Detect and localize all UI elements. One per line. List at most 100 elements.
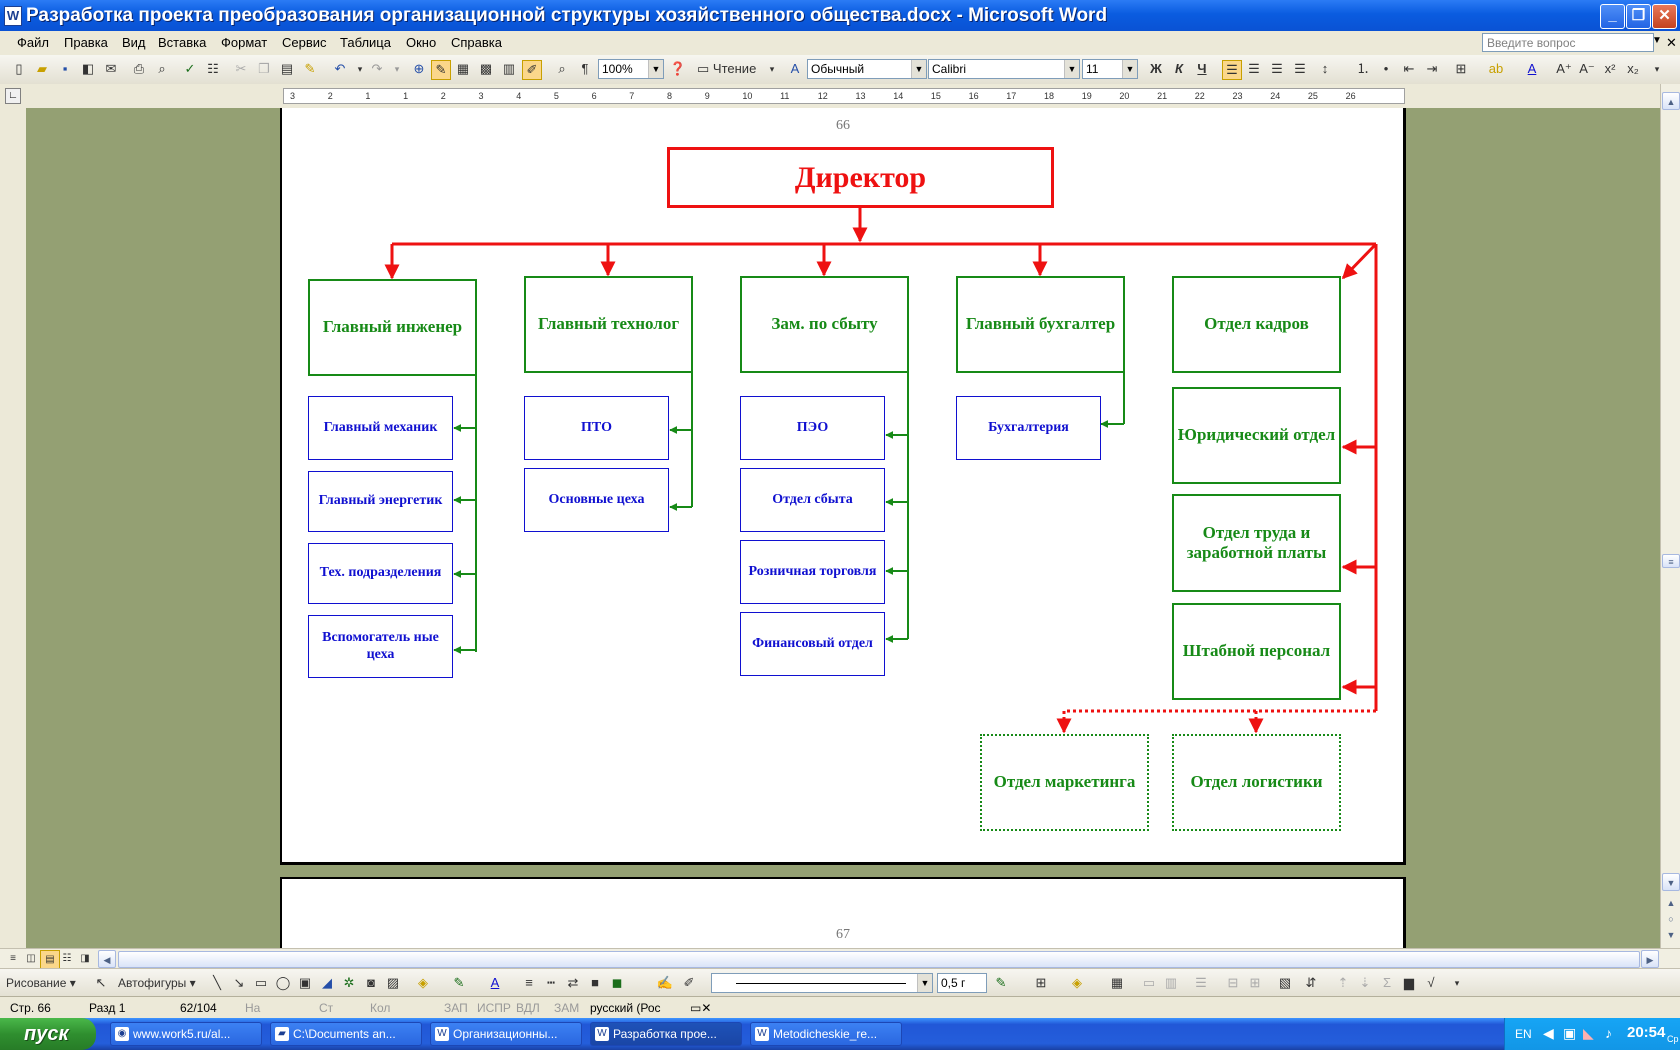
line-weight-select[interactable]: ▼ [711,973,933,993]
picture-icon[interactable]: ▨ [386,975,400,990]
scroll-down-icon[interactable]: ▼ [1662,873,1680,891]
split-cells-icon[interactable]: ▥ [1164,975,1178,990]
word-app-icon[interactable]: W [4,6,22,26]
bullets-icon[interactable]: • [1383,61,1389,76]
paste-icon[interactable]: ▤ [280,61,294,76]
scroll-left-icon[interactable]: ◀ [98,950,116,968]
line-spacing-icon[interactable]: ↕ [1321,61,1329,76]
menu-format[interactable]: Формат [221,35,268,50]
toolbar-options-icon[interactable]: ▾ [769,64,775,74]
chief-technologist-box[interactable]: Главный технолог [524,276,693,373]
justify-icon[interactable]: ☰ [1294,61,1306,76]
save-icon[interactable]: ▪ [62,61,68,76]
hyperlink-icon[interactable]: ⊕ [413,61,425,76]
copy-icon[interactable]: ❐ [258,61,270,76]
menu-tools[interactable]: Сервис [282,35,327,50]
font-select[interactable]: Calibri▼ [928,59,1080,79]
oval-icon[interactable]: ◯ [275,975,291,990]
bold-button[interactable]: Ж [1150,61,1162,76]
edit-text-icon[interactable]: ✐ [683,975,695,990]
chief-accountant-box[interactable]: Главный бухгалтер [956,276,1125,373]
drawing-icon[interactable]: ✐ [522,60,542,80]
minimize-button[interactable]: _ [1600,4,1625,29]
menu-help[interactable]: Справка [451,35,502,50]
font-size-select[interactable]: 11▼ [1082,59,1138,79]
table-borders-icon[interactable]: ⊞ [1035,975,1047,990]
menu-file[interactable]: Файл [17,35,49,50]
change-text-direction-icon[interactable]: ⇵ [1305,975,1317,990]
highlight-icon[interactable]: ab [1488,61,1504,76]
styles-pane-icon[interactable]: A [790,61,800,76]
research-icon[interactable]: ☷ [207,61,219,76]
menu-edit[interactable]: Правка [64,35,108,50]
arrow-style-icon[interactable]: ⇄ [567,975,579,990]
print-icon[interactable]: ⎙ [133,61,145,76]
taskbar-item-browser[interactable]: ◉www.work5.ru/al... [110,1022,262,1046]
font-size-dropdown-icon[interactable]: ▼ [1122,60,1137,78]
equation-icon[interactable]: √ [1427,975,1435,990]
menu-window[interactable]: Окно [406,35,437,50]
tables-borders-icon[interactable]: ✎ [431,60,451,80]
line-icon[interactable]: ╲ [213,975,221,990]
taskbar-item-explorer[interactable]: ▰C:\Documents an... [270,1022,422,1046]
insert-table-small-icon[interactable]: ▦ [1110,975,1124,990]
columns-icon[interactable]: ▥ [502,61,516,76]
drawing-menu-button[interactable]: Рисование ▾ [6,976,76,990]
diagram-icon[interactable]: ✲ [343,975,355,990]
menu-view[interactable]: Вид [122,35,146,50]
reading-layout-icon[interactable]: ◨ [80,953,90,964]
style-dropdown-icon[interactable]: ▼ [911,60,926,78]
drawing-font-color-icon[interactable]: A [490,975,500,990]
email-icon[interactable]: ✉ [105,61,117,76]
unit-box[interactable]: Бухгалтерия [956,396,1101,460]
open-folder-icon[interactable]: ▰ [37,61,47,76]
deputy-sales-box[interactable]: Зам. по сбыту [740,276,909,373]
decrease-indent-icon[interactable]: ⇤ [1403,61,1415,76]
close-document-icon[interactable]: ✕ [1666,35,1677,50]
logistics-box[interactable]: Отдел логистики [1172,734,1341,831]
scroll-right-icon[interactable]: ▶ [1641,950,1659,968]
line-weight-value-field[interactable]: 0,5 г [937,973,987,993]
align-right-icon[interactable]: ☰ [1271,61,1283,76]
reading-mode-button[interactable]: ▭ Чтение [697,60,757,78]
distribute-columns-icon[interactable]: ⊞ [1249,975,1261,990]
subscript-icon[interactable]: x₂ [1627,61,1639,76]
horizontal-scrollbar[interactable]: ≡ ◫ ▤ ☷ ◨ ◀ ▶ [0,948,1680,970]
redo-dropdown-icon[interactable]: ▾ [394,64,400,74]
undo-icon[interactable]: ↶ [334,61,346,76]
normal-view-icon[interactable]: ≡ [10,953,16,964]
volume-icon[interactable]: ♪ [1605,1025,1612,1041]
text-box-insert-icon[interactable]: ✍ [656,975,674,990]
web-layout-icon[interactable]: ◫ [26,953,36,964]
format-painter-icon[interactable]: ✎ [304,61,316,76]
spelling-icon[interactable]: ✓ [184,61,196,76]
align-cell-icon[interactable]: ☰ [1195,975,1207,990]
outline-view-icon[interactable]: ☷ [62,953,72,964]
autoshapes-button[interactable]: Автофигуры ▾ [118,976,196,990]
unit-box[interactable]: Главный энергетик [308,471,453,532]
shrink-font-icon[interactable]: A⁻ [1579,61,1595,76]
font-color-icon[interactable]: A [1527,61,1537,76]
formatting-options-icon[interactable]: ▾ [1654,64,1660,74]
unit-box[interactable]: Вспомогатель ные цеха [308,615,453,678]
unit-box[interactable]: ПЭО [740,396,885,460]
insert-table-icon[interactable]: ▦ [456,61,470,76]
align-center-icon[interactable]: ☰ [1248,61,1260,76]
menu-insert[interactable]: Вставка [158,35,207,50]
help-search-input[interactable]: Введите вопрос [1482,33,1654,52]
increase-indent-icon[interactable]: ⇥ [1426,61,1438,76]
labour-box[interactable]: Отдел труда и заработной платы [1172,494,1341,592]
text-box-icon[interactable]: ▣ [298,975,312,990]
vertical-scrollbar[interactable]: ▲ ≡ ▼ ▲ ○ ▼ [1660,84,1680,948]
borders-icon[interactable]: ⊞ [1455,61,1467,76]
new-document-icon[interactable]: ▯ [15,61,23,76]
previous-page-icon[interactable]: ▲ [1662,894,1680,912]
back-arrow-icon[interactable]: ◀ [1543,1025,1554,1041]
undo-dropdown-icon[interactable]: ▾ [357,64,363,74]
help-dropdown-icon[interactable]: ▼ [1652,35,1662,46]
merge-cells-icon[interactable]: ▭ [1142,975,1156,990]
fill-color-icon[interactable]: ◈ [418,975,428,990]
